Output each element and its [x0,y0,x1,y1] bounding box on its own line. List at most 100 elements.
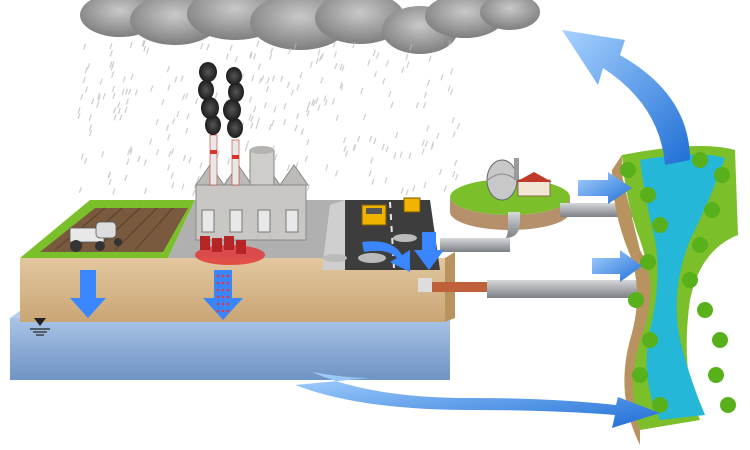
raindrop [261,75,265,82]
raindrop [332,40,336,48]
tree [712,332,728,348]
raindrop [109,42,113,50]
tree [632,367,648,383]
raindrop [269,53,273,61]
pollutant-dot [221,295,225,299]
pollutant-dot [216,274,220,278]
raindrop [248,96,252,103]
tree [692,237,708,253]
raindrop [370,157,374,164]
raindrop [124,174,128,182]
raindrop [341,65,345,72]
raindrop [195,97,199,105]
raindrop [299,72,303,79]
raindrop [286,81,290,89]
raindrop [80,93,84,101]
raindrop [225,53,229,60]
raindrop [91,98,95,105]
raindrop [142,40,146,47]
raindrop [143,45,147,52]
raindrop [424,140,428,147]
raindrop [421,148,425,155]
tree [640,187,656,203]
tree [704,202,720,218]
industrial-infiltration-arrow [203,270,243,320]
raindrop [412,185,416,192]
raindrop [84,86,89,93]
raindrop [253,53,257,60]
raindrop [323,95,327,102]
factory-icon [195,134,309,241]
raindrop [305,105,310,113]
raindrop [335,114,339,122]
raindrop [384,177,388,184]
raindrop [270,47,274,54]
raindrop [353,144,357,151]
raindrop [257,63,262,70]
pollutant-dot [226,295,230,299]
raindrop [125,88,129,96]
raindrop [77,107,81,114]
tree [682,272,698,288]
raindrop [253,105,257,113]
pipe-to-river-arrow-lower [592,250,642,282]
raindrop [401,66,405,73]
raindrop [167,164,171,171]
raindrop [415,101,419,109]
pollutant-dot [216,309,220,313]
road-runoff-arrow [362,232,444,272]
raindrop [381,143,385,151]
raindrop [161,98,165,106]
raindrop [172,118,176,125]
raindrop [99,78,103,85]
raindrop [78,186,83,193]
raindrop [447,40,452,47]
raindrop [295,112,300,120]
raindrop [121,89,125,96]
raindrop [430,143,434,150]
raindrop [317,104,321,111]
pollutant-dot [216,302,220,306]
raindrop [333,51,337,58]
tree [652,397,668,413]
raindrop [352,143,356,151]
raindrop [368,135,373,143]
raindrop [311,99,315,106]
tree [628,292,644,308]
raindrop [294,124,298,132]
truck-icon [361,197,421,226]
raindrop [129,41,133,49]
raindrop [283,103,287,110]
raindrop [368,170,372,177]
raindrop [339,63,343,70]
raindrop [304,155,308,162]
raindrop [165,124,169,132]
raindrop [263,102,268,109]
raindrop [111,85,115,92]
raindrop [344,150,349,157]
raindrop [150,85,154,92]
raindrop [385,145,389,153]
pollutant-dot [226,281,230,285]
raindrop [107,171,111,179]
raindrop [88,124,93,131]
raindrop [113,106,117,114]
raindrop [200,43,204,50]
tree [640,254,656,270]
raindrop [408,152,412,159]
raindrop [88,129,93,137]
raindrop [119,114,123,121]
raindrop [388,90,392,98]
pollutant-dot [226,288,230,292]
raindrop [421,139,425,147]
raindrop [395,131,399,139]
tree [642,332,658,348]
raindrop [331,98,335,105]
raindrop [250,115,254,123]
raindrop [334,170,339,177]
raindrop [168,150,172,158]
raindrop [371,178,375,185]
raindrop [84,67,88,74]
raindrop [288,47,292,55]
pollutant-dot [216,295,220,299]
